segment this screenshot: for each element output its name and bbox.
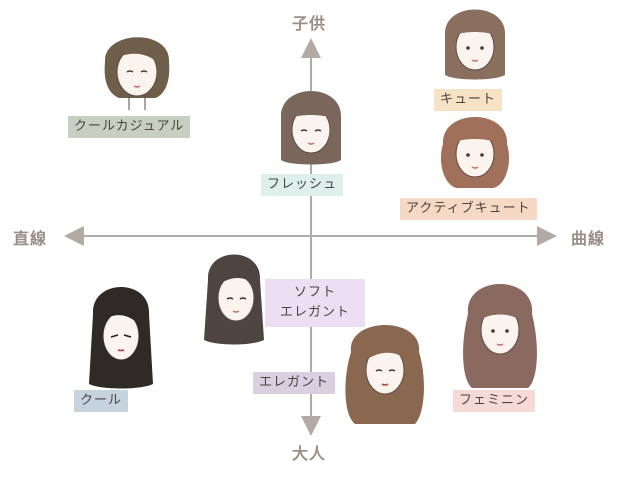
tag-fresh: フレッシュ [261,174,344,196]
face-feminine-icon [463,284,537,388]
axis-label-left: 直線 [13,229,48,248]
face-active-cute-icon [440,117,510,188]
tag-soft-elegant-line2: エレガント [279,305,350,320]
tag-feminine: フェミニン [453,390,536,412]
face-soft-elegant-icon [204,254,264,345]
tag-soft-elegant-line1: ソフト [293,285,336,300]
face-cool-casual-icon [104,37,170,110]
face-elegant-icon [345,325,424,424]
face-cute-icon [444,9,506,80]
face-cool-icon [89,287,153,389]
axis-label-top: 子供 [292,14,327,33]
tag-cool-casual: クールカジュアル [68,116,191,138]
face-fresh-icon [280,91,342,165]
tag-soft-elegant: ソフト エレガント [265,279,365,327]
tag-active-cute: アクティブキュート [400,198,537,220]
tag-cute: キュート [434,89,503,111]
axis-label-bottom: 大人 [292,444,327,463]
tag-elegant: エレガント [253,372,336,394]
tag-cool: クール [74,390,129,412]
axis-label-right: 曲線 [571,229,606,248]
